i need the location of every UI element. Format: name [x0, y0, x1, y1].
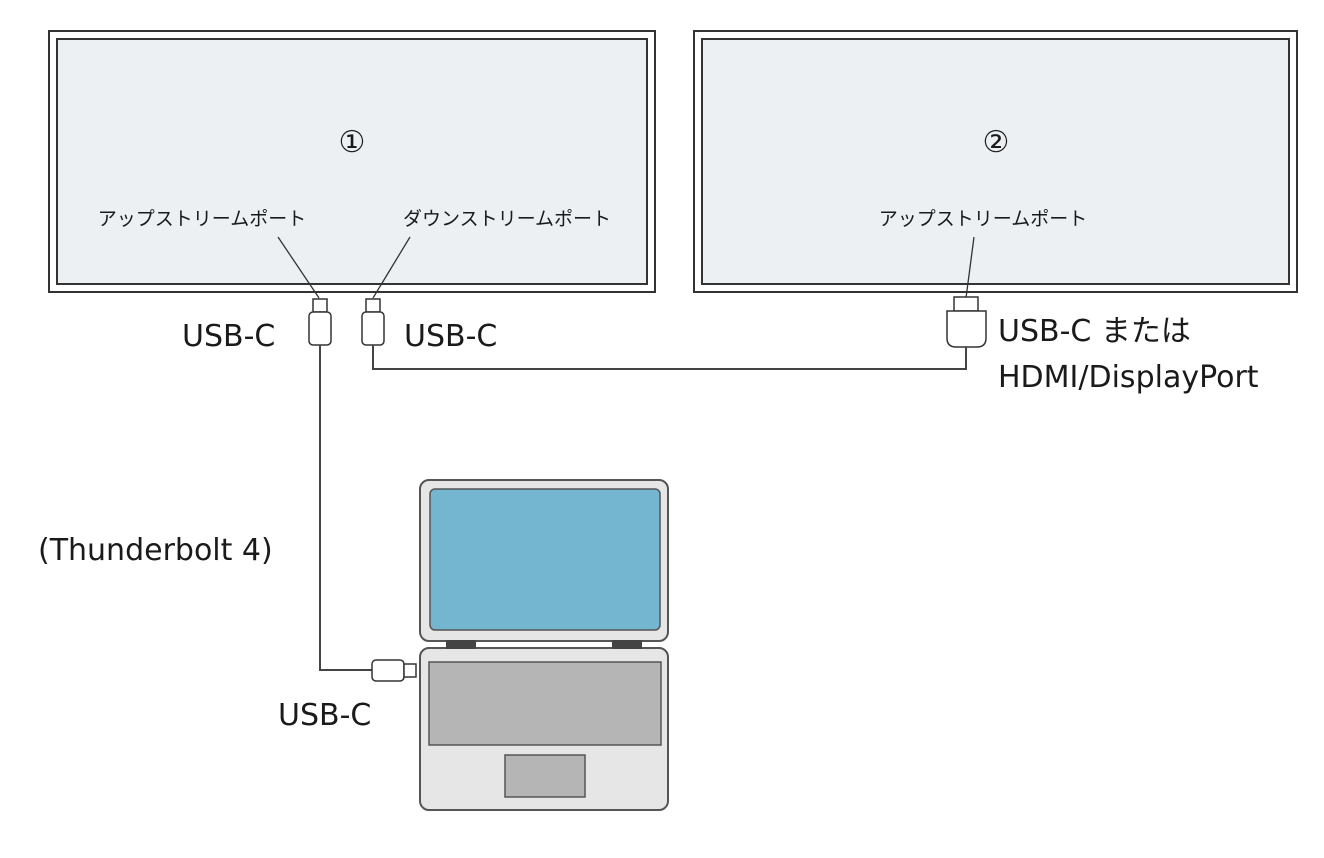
cable-thunderbolt — [319, 345, 373, 671]
monitor-2: ② アップストリームポート — [693, 30, 1298, 293]
laptop — [419, 479, 669, 811]
monitor-2-upstream-port-label: アップストリームポート — [879, 208, 1087, 230]
monitor-1: ① アップストリームポート ダウンストリームポート — [48, 30, 656, 293]
laptop-hinge-right — [612, 640, 642, 649]
usb-c-plug-monitor-1-downstream — [361, 298, 385, 346]
monitor-2-number: ② — [983, 125, 1010, 160]
usb-c-plug-laptop — [371, 659, 417, 682]
cable-label-thunderbolt: (Thunderbolt 4) — [38, 533, 273, 568]
leader-line-upstream-2 — [965, 236, 975, 299]
monitor-2-screen — [701, 38, 1290, 285]
monitor-1-screen — [56, 38, 648, 285]
laptop-screen — [429, 488, 661, 631]
usb-c-plug-monitor-1-upstream — [308, 298, 332, 346]
laptop-touchpad — [504, 754, 586, 798]
leader-line-downstream-1 — [372, 236, 411, 299]
connector-label-laptop: USB-C — [278, 698, 371, 733]
cable-daisy-chain — [372, 345, 967, 370]
laptop-keyboard — [428, 661, 662, 746]
plug-monitor-2-upstream — [946, 296, 987, 348]
monitor-1-downstream-port-label: ダウンストリームポート — [403, 208, 611, 230]
connector-label-upstream-2-line2: HDMI/DisplayPort — [998, 360, 1259, 395]
connector-label-upstream-1: USB-C — [182, 319, 275, 354]
connector-label-upstream-2-line1: USB-C または — [998, 314, 1191, 349]
leader-line-upstream-1 — [277, 236, 320, 299]
monitor-1-number: ① — [339, 125, 366, 160]
connector-label-downstream-1: USB-C — [404, 319, 497, 354]
monitor-1-upstream-port-label: アップストリームポート — [98, 208, 306, 230]
laptop-hinge-left — [446, 640, 476, 649]
